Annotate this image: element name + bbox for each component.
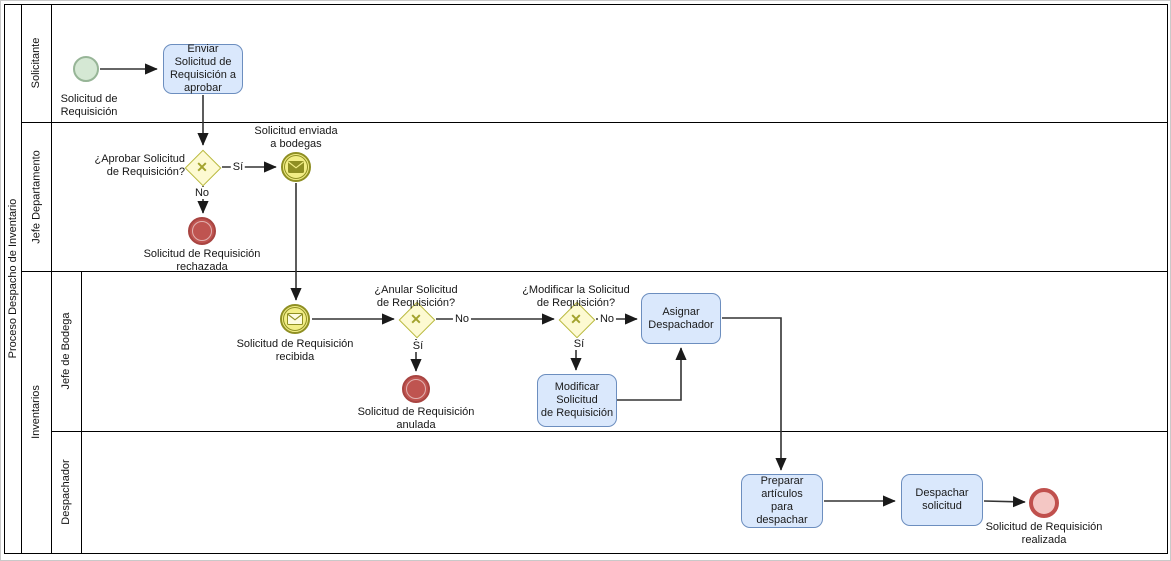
end-anulada-label: Solicitud de Requisición anulada [357,406,475,431]
edge-label-no-1: No [192,187,212,199]
xor-gateway-icon: ✕ [570,310,582,327]
message-catch-label: Solicitud de Requisición recibida [236,338,354,363]
envelope-outline-icon [287,313,303,325]
flow-modificar-to-asignar[interactable] [617,347,687,401]
pool-border-top [4,4,1168,5]
xor-gateway-icon: ✕ [410,310,422,327]
end-event-rechazada[interactable] [188,217,216,245]
edge-label-no-3: No [597,313,617,325]
end-event-anulada[interactable] [402,375,430,403]
message-throw-label: Solicitud enviada a bodegas [254,125,338,150]
task-preparar-articulos[interactable]: Preparar artículos para despachar [741,474,823,528]
gateway-aprobar[interactable]: ✕ [184,149,220,185]
envelope-filled-icon [288,161,304,173]
gateway-anular[interactable]: ✕ [398,301,434,337]
edge-label-si-1: Sí [230,161,246,173]
lane-divider-1 [21,122,1168,123]
task-modificar-solicitud[interactable]: Modificar Solicitud de Requisición [537,374,617,427]
edge-label-si-3: Sí [571,338,587,350]
xor-gateway-icon: ✕ [196,158,208,175]
end-rechazada-label: Solicitud de Requisición rechazada [143,248,261,273]
message-catch-event[interactable] [280,304,310,334]
gateway-modificar[interactable]: ✕ [558,301,594,337]
task-despachar-solicitud[interactable]: Despachar solicitud [901,474,983,526]
lane-label-divider [51,4,52,554]
start-event-label: Solicitud de Requisición [60,93,118,118]
start-event[interactable] [73,56,99,82]
pool-border-bottom [4,553,1168,554]
task-enviar-solicitud[interactable]: Enviar Solicitud de Requisición a aproba… [163,43,243,94]
sublane-divider [51,431,1168,432]
edge-label-si-2: Sí [410,340,426,352]
end-event-realizada[interactable] [1029,488,1059,518]
gateway-modificar-label: ¿Modificar la Solicitud de Requisición? [522,284,630,309]
end-realizada-label: Solicitud de Requisición realizada [985,521,1103,546]
task-asignar-despachador[interactable]: Asignar Despachador [641,293,721,344]
pool-border-left [4,4,5,554]
flow-despachar-to-end[interactable] [983,496,1026,508]
message-throw-event[interactable] [281,152,311,182]
sublane-label-divider [81,271,82,553]
flow-asignar-to-preparar[interactable] [722,317,787,471]
edge-label-no-2: No [452,313,472,325]
pool-border-right [1167,4,1168,554]
gateway-anular-label: ¿Anular Solicitud de Requisición? [374,284,458,309]
pool-title-divider [21,4,22,554]
lane-divider-2 [21,271,1168,272]
gateway-aprobar-label: ¿Aprobar Solicitud de Requisición? [94,153,186,178]
